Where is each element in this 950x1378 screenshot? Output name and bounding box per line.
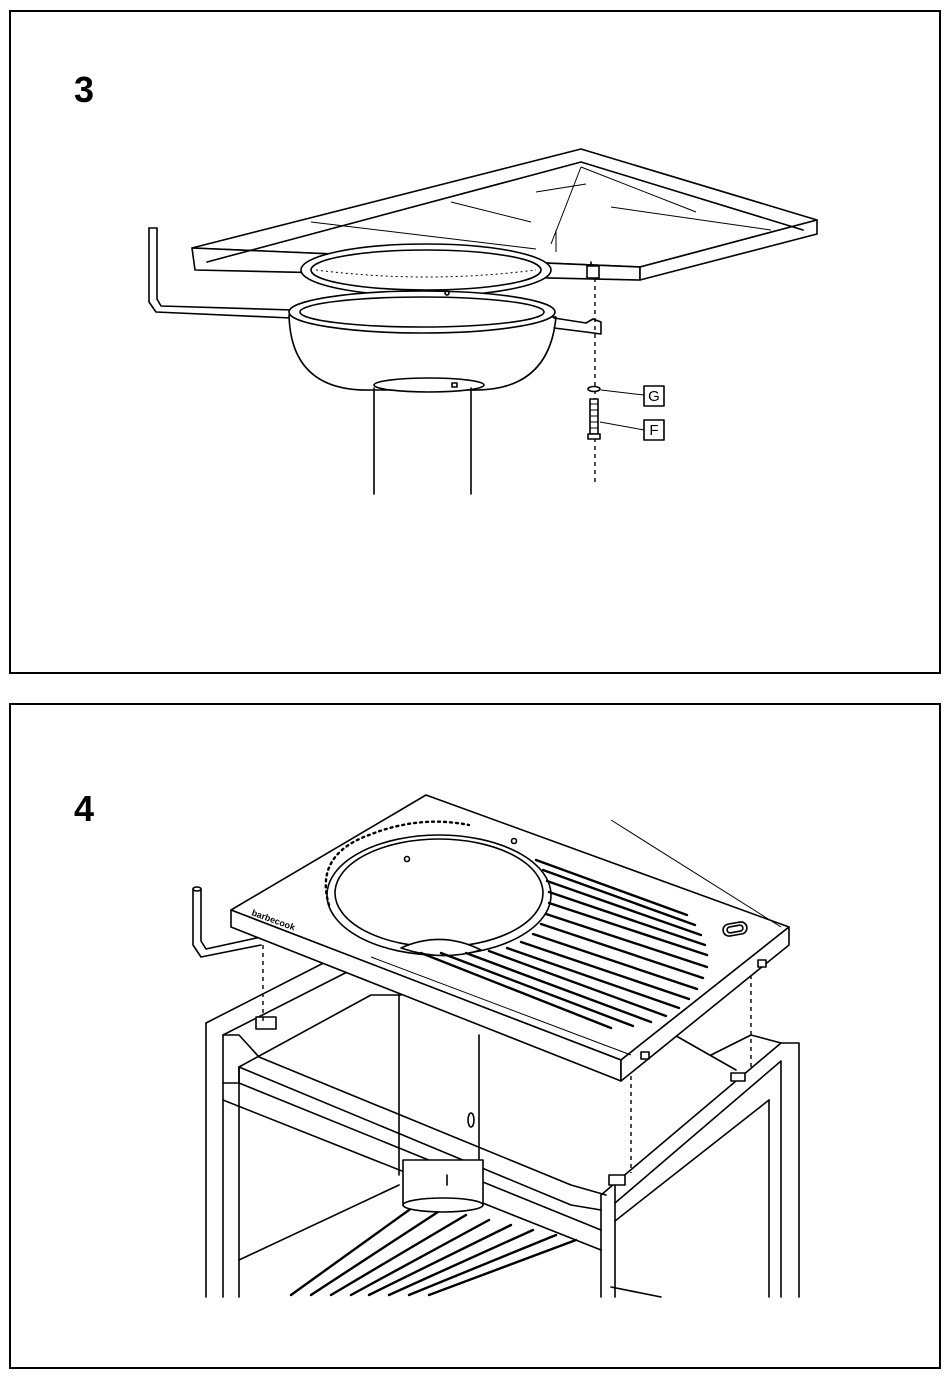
table-top: barbecook xyxy=(231,795,789,1081)
fire-bowl-ring xyxy=(301,244,551,296)
step-4-panel: 4 xyxy=(9,703,941,1369)
step-3-illustration: G F xyxy=(11,12,939,672)
washer-part xyxy=(588,387,600,392)
step-3-panel: 3 xyxy=(9,10,941,674)
column xyxy=(374,378,484,494)
part-label-f: F xyxy=(649,422,658,439)
column xyxy=(399,995,483,1212)
part-label-g: G xyxy=(648,388,660,405)
step-4-illustration: barbecook xyxy=(11,705,939,1367)
bolt-part xyxy=(588,399,600,439)
